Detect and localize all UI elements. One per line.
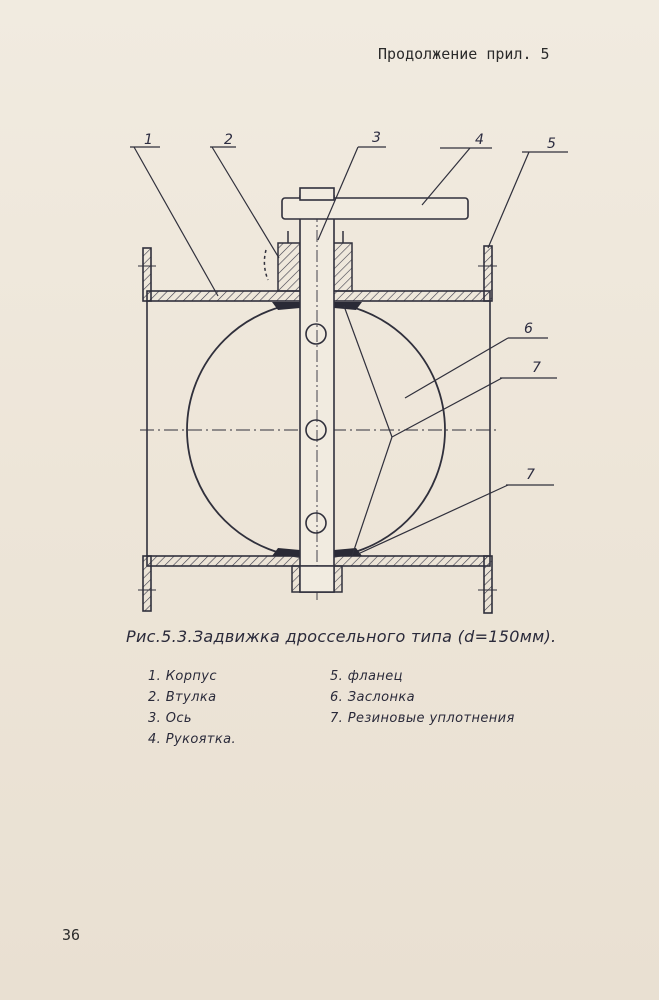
page-header: Продолжение прил. 5 [378, 45, 550, 63]
legend-item: 2. Втулка [148, 690, 217, 705]
callout-2: 2 [224, 132, 233, 148]
callout-4: 4 [475, 132, 484, 148]
handle [281, 187, 469, 220]
legend-item: 5. фланец [330, 669, 403, 684]
valve-drawing [130, 146, 568, 614]
legend-item: 1. Корпус [148, 669, 217, 684]
flange-left-top [142, 247, 152, 302]
flange-left-bottom [142, 555, 152, 612]
legend-left: 1. Корпус 2. Втулка 3. Ось 4. Рукоятка. [148, 666, 236, 750]
legend-right: 5. фланец 6. Заслонка 7. Резиновые уплот… [330, 666, 515, 729]
callout-7-lower: 7 [526, 467, 535, 483]
flange-right-top [483, 245, 493, 302]
legend-item: 7. Резиновые уплотнения [330, 711, 515, 726]
callout-3: 3 [372, 130, 381, 146]
page-number: 36 [62, 926, 81, 944]
leader-lines [130, 146, 568, 557]
rubber-seals [272, 302, 362, 556]
flange-right-bottom [483, 555, 493, 614]
legend-item: 6. Заслонка [330, 690, 415, 705]
callout-1: 1 [144, 132, 153, 148]
callout-5: 5 [547, 136, 556, 152]
flanges [138, 245, 497, 614]
legend-item: 3. Ось [148, 711, 192, 726]
callout-6: 6 [524, 321, 533, 337]
figure-caption: Рис.5.3.Задвижка дроссельного типа (d=15… [126, 627, 557, 646]
callout-7-upper: 7 [532, 360, 541, 376]
legend-item: 4. Рукоятка. [148, 732, 237, 747]
axle [299, 190, 335, 600]
